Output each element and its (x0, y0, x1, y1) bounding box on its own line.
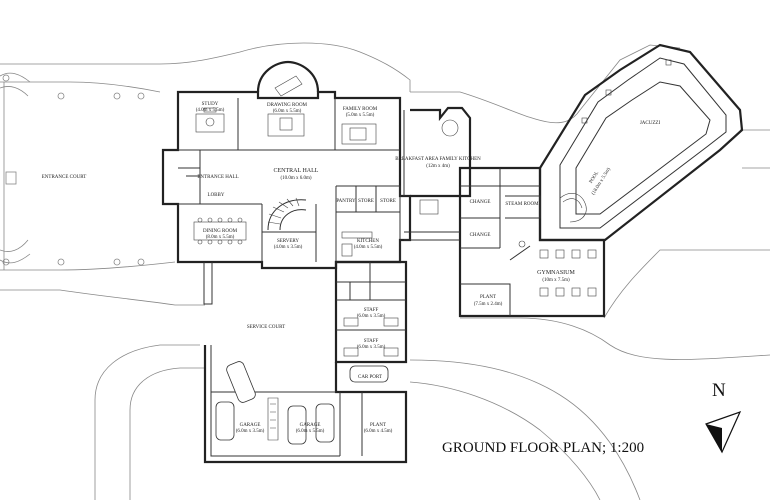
label-garage-b: GARAGE (300, 423, 321, 428)
breakfast-wing (403, 106, 472, 215)
car-garage-left (215, 401, 235, 441)
label-steam-room: STEAM ROOM (505, 202, 539, 207)
car-garage-right (315, 403, 335, 443)
label-entrance-court: ENTRANCE COURT (42, 175, 87, 180)
gym-wing (458, 166, 606, 318)
label-store-b: STORE (380, 199, 396, 204)
label-dining-room: DINING ROOM (203, 229, 238, 234)
label-jacuzzi: JACUZZI (640, 121, 661, 126)
label-lobby: LOBBY (208, 193, 225, 198)
central-staircase (267, 197, 307, 231)
north-label: N (712, 380, 726, 401)
label-family-room-dims: (5.0m x 5.5m) (346, 113, 375, 118)
label-kitchen-dims: (4.0m x 5.5m) (354, 245, 383, 250)
label-plant-a-dims: (7.5m x 2.4m) (474, 302, 503, 307)
label-gymnasium-dims: (10m x 7.5m) (542, 278, 570, 283)
label-dining-room-dims: (8.0m x 5.5m) (206, 235, 235, 240)
label-breakfast: BREAKFAST AREA FAMILY KITCHEN (395, 157, 481, 162)
label-breakfast-dims: (12m x 4m) (426, 164, 450, 169)
car-carport (349, 365, 389, 383)
label-central-hall: CENTRAL HALL (274, 168, 319, 174)
label-study: STUDY (202, 102, 219, 107)
main-house-walls (161, 60, 412, 305)
label-staff-b-dims: (6.0m x 3.5m) (357, 345, 386, 350)
vehicles (215, 361, 389, 445)
label-servery-dims: (4.0m x 3.5m) (274, 245, 303, 250)
label-plant-b: PLANT (370, 423, 386, 428)
label-garage-a-dims: (6.0m x 3.5m) (236, 429, 265, 434)
north-arrow-icon: N (705, 380, 742, 454)
label-carport: CAR PORT (358, 375, 382, 380)
label-servery: SERVERY (277, 239, 299, 244)
furniture-main (193, 75, 377, 257)
label-drawing-room-dims: (6.0m x 5.5m) (273, 109, 302, 114)
label-gymnasium: GYMNASIUM (537, 270, 575, 276)
label-changing-b: CHANGE (470, 233, 491, 238)
label-plant-b-dims: (6.0m x 4.5m) (364, 429, 393, 434)
label-study-dims: (4.0m x 5.5m) (196, 108, 225, 113)
label-kitchen: KITCHEN (357, 239, 379, 244)
label-staff-a-dims: (6.0m x 3.5m) (357, 314, 386, 319)
label-staff-a: STAFF (364, 308, 379, 313)
label-plant-a: PLANT (480, 295, 496, 300)
car-garage-mid (287, 405, 307, 445)
room-labels: ENTRANCE COURT STUDY (4.0m x 5.5m) DRAWI… (42, 102, 661, 434)
staff-wing (334, 231, 460, 364)
label-family-room: FAMILY ROOM (343, 107, 378, 112)
label-store-a: STORE (358, 199, 374, 204)
label-pool: POOL (589, 171, 600, 185)
site-outline (0, 42, 770, 500)
garage-wing (203, 345, 408, 464)
label-drawing-room: DRAWING ROOM (267, 103, 308, 108)
car-service-court (226, 361, 256, 403)
label-central-hall-dims: (10.0m x 6.0m) (280, 176, 311, 181)
pool-wing (538, 43, 744, 242)
label-pantry: PANTRY (336, 199, 356, 204)
label-entrance-hall: ENTRANCE HALL (197, 175, 238, 180)
label-garage-a: GARAGE (240, 423, 261, 428)
plan-title: GROUND FLOOR PLAN; 1:200 (442, 440, 644, 456)
label-changing-a: CHANGE (470, 200, 491, 205)
label-staff-b: STAFF (364, 339, 379, 344)
label-garage-b-dims: (6.0m x 5.5m) (296, 429, 325, 434)
label-service-court: SERVICE COURT (247, 325, 285, 330)
